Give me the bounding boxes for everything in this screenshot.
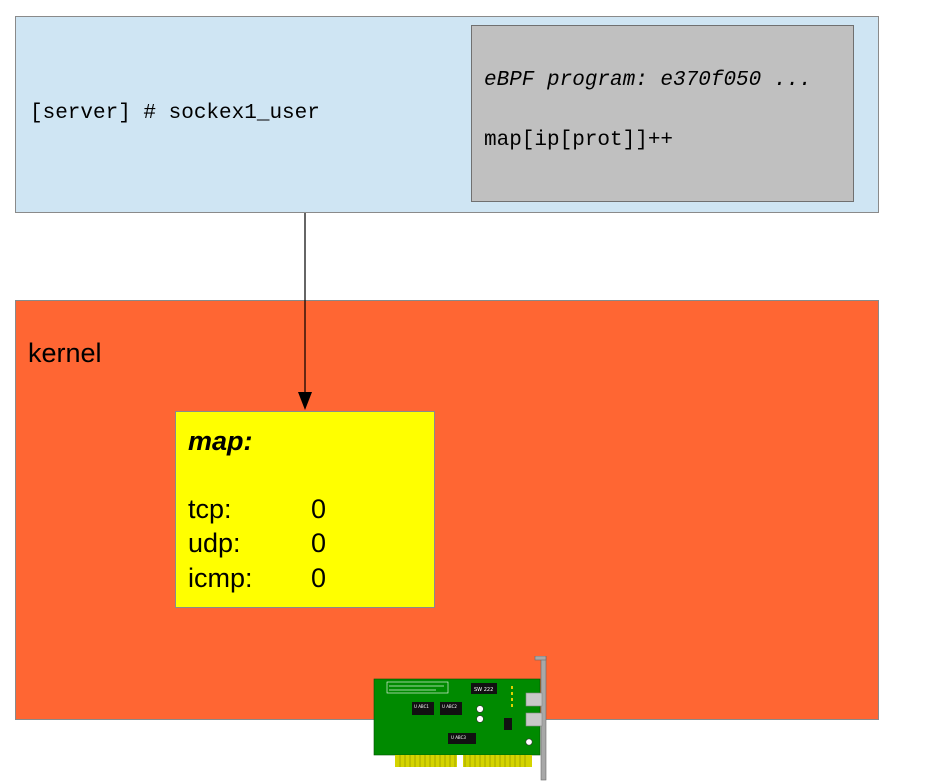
svg-text:U ABC3: U ABC3 xyxy=(451,735,466,740)
kernel-label: kernel xyxy=(28,338,102,368)
ebpf-program-box xyxy=(471,25,854,202)
map-key: icmp: xyxy=(188,563,253,593)
command-text: [server] # sockex1_user xyxy=(30,102,320,125)
kernel-region xyxy=(15,300,879,720)
chip-sw xyxy=(471,683,497,694)
svg-text:U ABC2: U ABC2 xyxy=(442,704,457,709)
ebpf-program-code: map[ip[prot]]++ xyxy=(484,129,674,152)
ebpf-program-title: eBPF program: e370f050 ... xyxy=(484,69,812,92)
svg-text:SW 222: SW 222 xyxy=(474,687,493,693)
map-row-icmp: icmp: 0 xyxy=(188,563,348,597)
network-card-icon: SW 222 U ABC1 U ABC2 U ABC3 xyxy=(373,656,547,781)
map-key: tcp: xyxy=(188,494,232,524)
map-value: 0 xyxy=(311,528,327,558)
map-title: map: xyxy=(188,426,253,456)
map-row-tcp: tcp: 0 xyxy=(188,494,348,528)
svg-text:U ABC1: U ABC1 xyxy=(414,704,429,709)
map-box xyxy=(175,411,435,608)
map-key: udp: xyxy=(188,528,241,558)
map-value: 0 xyxy=(311,494,327,524)
map-row-udp: udp: 0 xyxy=(188,528,348,562)
map-value: 0 xyxy=(311,563,327,593)
